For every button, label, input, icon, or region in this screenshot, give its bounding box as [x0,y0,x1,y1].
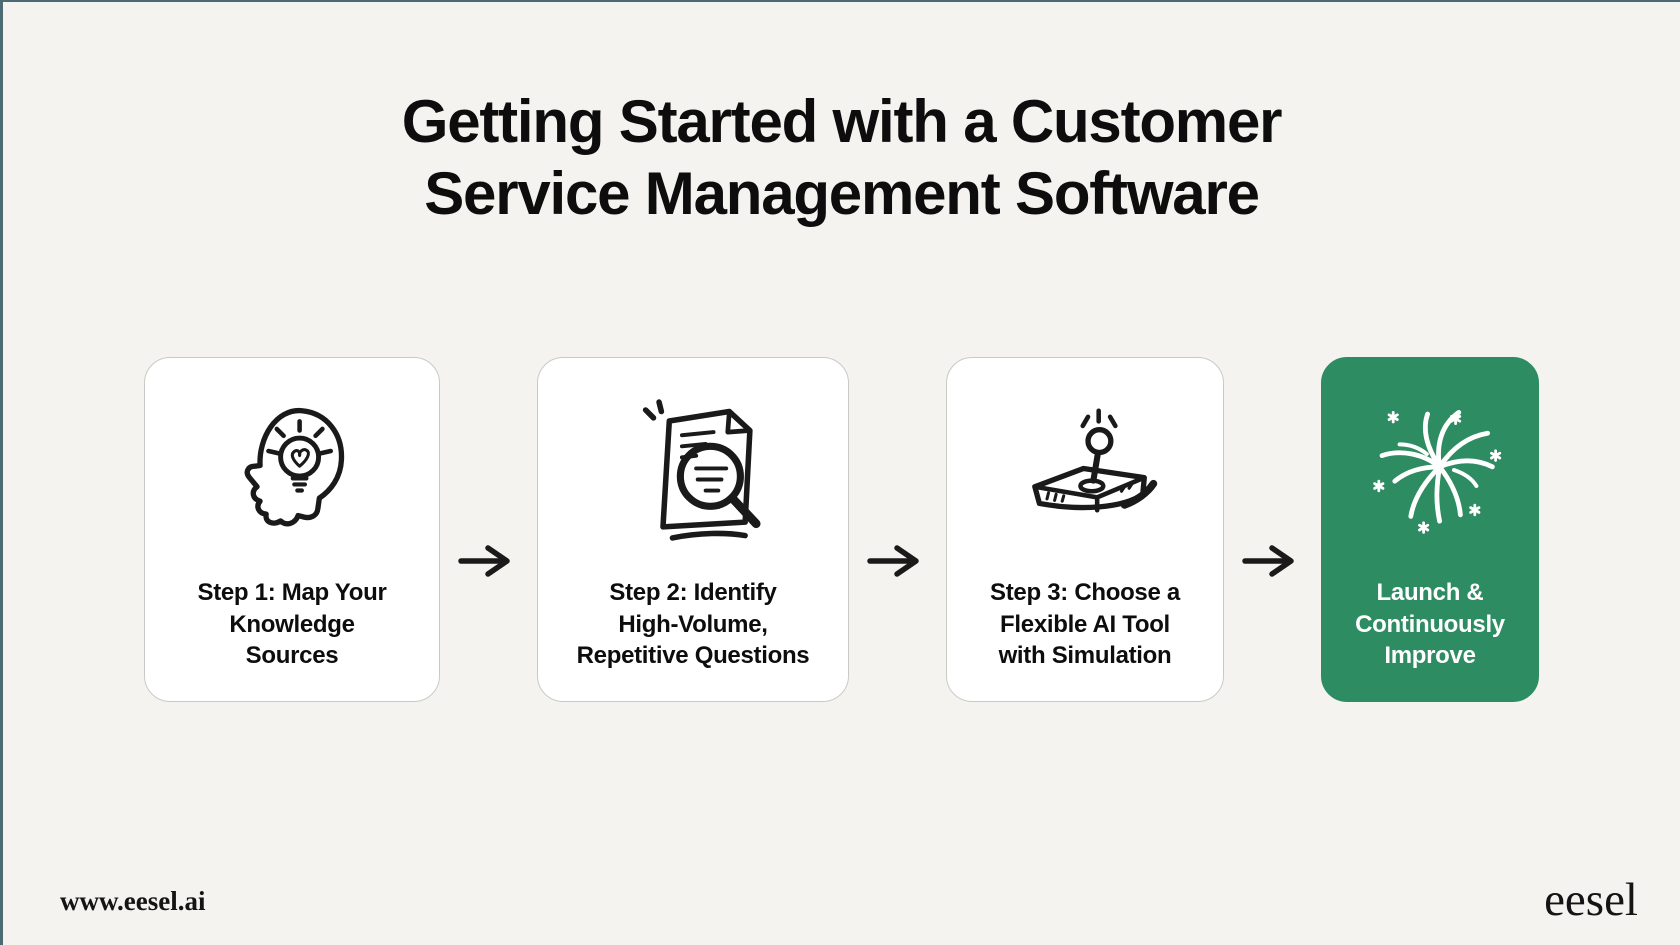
fireworks-icon [1350,390,1510,550]
head-lightbulb-icon [216,390,368,550]
joystick-icon [1009,390,1161,550]
page-title: Getting Started with a Customer Service … [401,88,1283,227]
step-3-label: Step 3: Choose a Flexible AI Tool with S… [990,579,1180,669]
right-arrow-icon [1241,545,1294,577]
right-arrow-icon [457,545,510,577]
step-1-label: Step 1: Map Your Knowledge Sources [197,579,387,669]
right-arrow-icon [866,545,919,577]
footer-website: www.eesel.ai [60,886,206,916]
document-magnifier-icon [614,390,772,550]
launch-label: Launch & Continuously Improve [1355,579,1505,669]
steps-flow: Step 1: Map Your Knowledge Sources [3,357,1680,702]
step-card-2: Step 2: Identify High-Volume, Repetitive… [537,357,849,702]
launch-card: Launch & Continuously Improve [1321,357,1539,702]
flow-arrow-2 [849,543,946,579]
step-card-1: Step 1: Map Your Knowledge Sources [144,357,440,702]
brand-logo: eesel [1544,874,1638,926]
flow-arrow-1 [440,543,537,579]
flow-arrow-3 [1224,543,1321,579]
step-card-3: Step 3: Choose a Flexible AI Tool with S… [946,357,1224,702]
step-2-label: Step 2: Identify High-Volume, Repetitive… [576,579,810,669]
